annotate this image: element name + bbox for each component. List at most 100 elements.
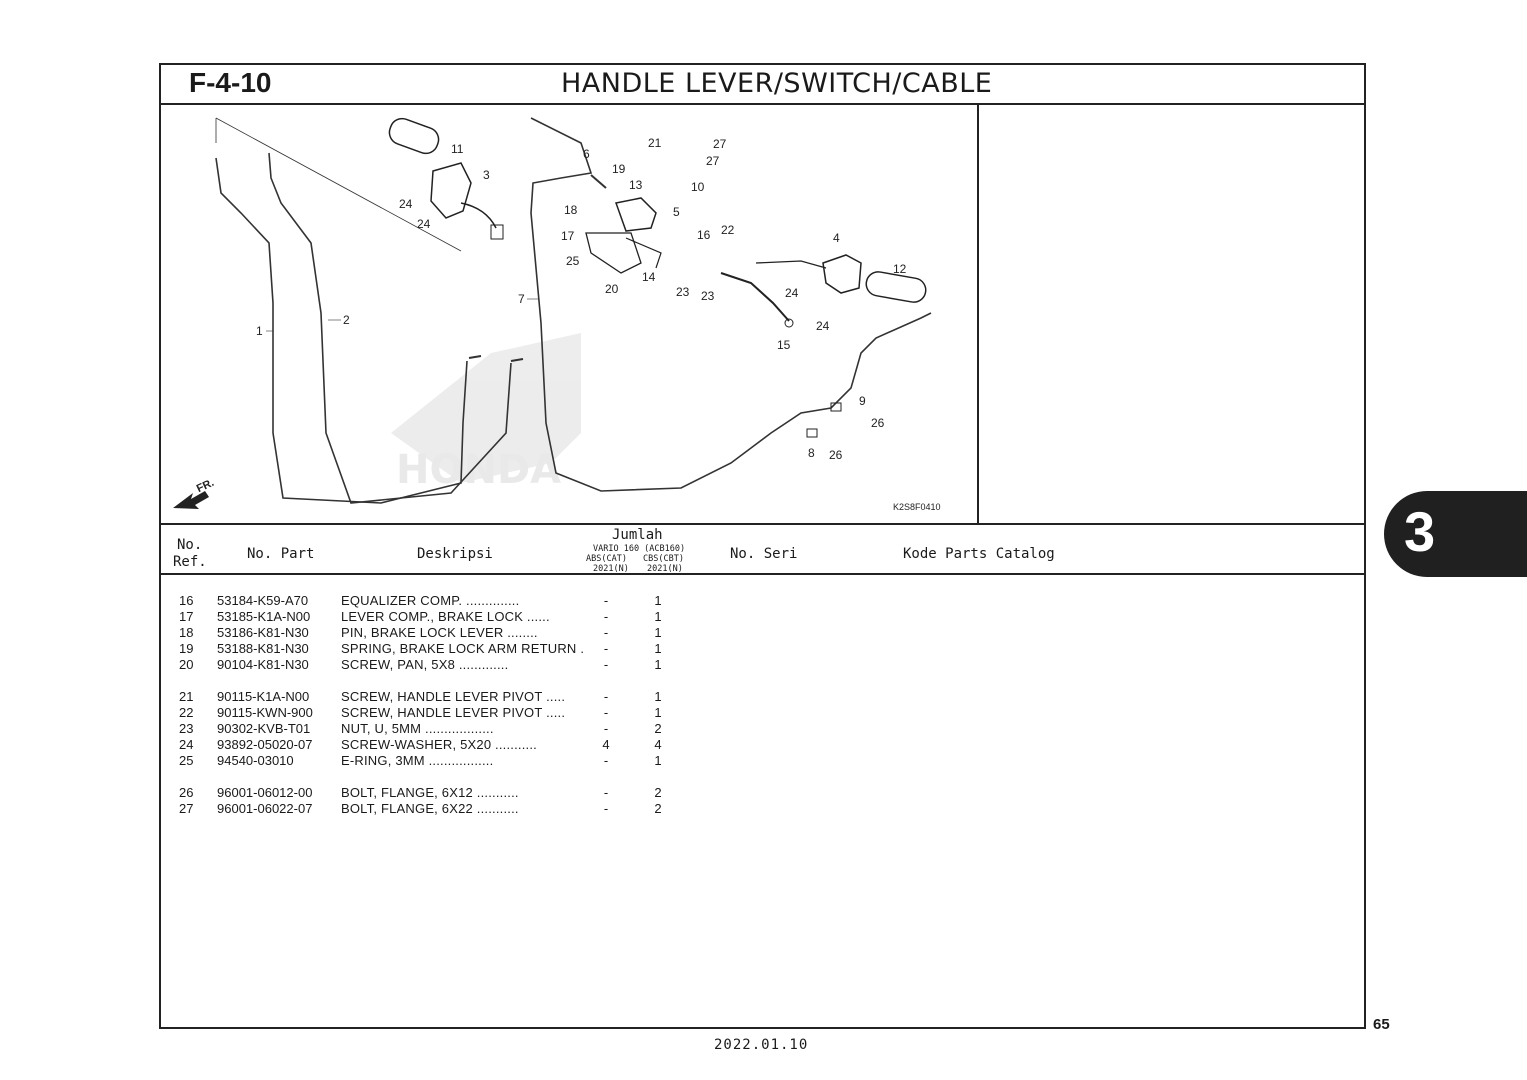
figure-title: HANDLE LEVER/SWITCH/CABLE — [561, 68, 993, 99]
part-description: BOLT, FLANGE, 6X12 ........... — [341, 785, 519, 800]
svg-text:5: 5 — [673, 205, 680, 219]
front-label: FR. — [195, 477, 216, 495]
qty-abs: 4 — [602, 737, 610, 752]
qty-abs: - — [603, 609, 609, 624]
part-description: SCREW-WASHER, 5X20 ........... — [341, 737, 537, 752]
section-tab: 3 — [1384, 491, 1527, 577]
svg-text:26: 26 — [829, 448, 843, 462]
qty-cbs: 1 — [654, 657, 662, 672]
ref-number: 16 — [179, 593, 194, 608]
part-number: 53184-K59-A70 — [217, 593, 309, 608]
svg-text:19: 19 — [612, 162, 626, 176]
ref-number: 18 — [179, 625, 194, 640]
ref-number: 27 — [179, 801, 194, 816]
part-description: E-RING, 3MM ................. — [341, 753, 494, 768]
ref-number: 26 — [179, 785, 194, 800]
qty-cbs: 4 — [654, 737, 662, 752]
qty-cbs: 2 — [654, 785, 662, 800]
ref-number: 19 — [179, 641, 194, 656]
model-name: VARIO 160 (ACB160) — [593, 544, 686, 554]
part-number: 53188-K81-N30 — [217, 641, 309, 656]
part-number: 96001-06022-07 — [217, 801, 313, 816]
svg-text:1: 1 — [256, 324, 263, 338]
front-arrow-icon: FR. — [173, 477, 216, 509]
ref-number: 25 — [179, 753, 194, 768]
svg-text:24: 24 — [399, 197, 413, 211]
qty-cbs: 1 — [654, 689, 662, 704]
qty-abs: - — [603, 689, 609, 704]
part-number: 90115-K1A-N00 — [217, 689, 310, 704]
svg-text:4: 4 — [833, 231, 840, 245]
col-no-part: No. Part — [247, 546, 315, 562]
exploded-parts-diagram: HONDA — [161, 103, 979, 523]
figure-code: F-4-10 — [189, 67, 272, 98]
svg-text:9: 9 — [859, 394, 866, 408]
ref-number: 17 — [179, 609, 194, 624]
honda-watermark: HONDA — [391, 333, 581, 493]
part-description: NUT, U, 5MM .................. — [341, 721, 494, 736]
svg-text:22: 22 — [721, 223, 735, 237]
qty-cbs: 1 — [654, 641, 662, 656]
model-cbs-year: 2021(N) — [647, 564, 683, 574]
ref-number: 22 — [179, 705, 194, 720]
svg-text:13: 13 — [629, 178, 643, 192]
svg-text:15: 15 — [777, 338, 791, 352]
col-no-ref: No. — [177, 537, 203, 553]
qty-abs: - — [603, 753, 609, 768]
callout-labels: 1 2 3 4 5 6 7 8 9 10 11 12 13 14 15 16 1… — [256, 136, 907, 462]
qty-cbs: 2 — [654, 801, 662, 816]
ref-number: 24 — [179, 737, 194, 752]
figure-header: F-4-10 HANDLE LEVER/SWITCH/CABLE — [161, 65, 1364, 105]
col-no-ref-2: Ref. — [173, 554, 207, 570]
qty-cbs: 1 — [654, 593, 662, 608]
qty-cbs: 1 — [654, 625, 662, 640]
svg-text:23: 23 — [676, 285, 690, 299]
page-number: 65 — [1373, 1016, 1390, 1033]
qty-cbs: 1 — [654, 609, 662, 624]
svg-text:14: 14 — [642, 270, 656, 284]
col-no-seri: No. Seri — [730, 546, 798, 562]
qty-abs: - — [603, 593, 609, 608]
svg-text:3: 3 — [483, 168, 490, 182]
qty-cbs: 2 — [654, 721, 662, 736]
svg-text:2: 2 — [343, 313, 350, 327]
model-abs: ABS(CAT) — [586, 554, 627, 564]
qty-abs: - — [603, 801, 609, 816]
part-number: 90115-KWN-900 — [217, 705, 313, 720]
part-number: 93892-05020-07 — [217, 737, 313, 752]
print-date: 2022.01.10 — [714, 1037, 809, 1053]
svg-text:10: 10 — [691, 180, 705, 194]
svg-text:8: 8 — [808, 446, 815, 460]
part-number: 53185-K1A-N00 — [217, 609, 311, 624]
part-description: PIN, BRAKE LOCK LEVER ........ — [341, 625, 538, 640]
parts-table-header: No. Ref. No. Part Deskripsi Jumlah VARIO… — [161, 523, 1364, 575]
catalog-page-frame: F-4-10 HANDLE LEVER/SWITCH/CABLE HONDA — [159, 63, 1366, 1029]
svg-text:11: 11 — [451, 142, 464, 156]
ref-number: 23 — [179, 721, 194, 736]
svg-text:27: 27 — [713, 137, 727, 151]
part-number: 90302-KVB-T01 — [217, 721, 311, 736]
svg-text:25: 25 — [566, 254, 580, 268]
qty-cbs: 1 — [654, 753, 662, 768]
col-jumlah: Jumlah — [612, 527, 663, 543]
part-description: LEVER COMP., BRAKE LOCK ...... — [341, 609, 550, 624]
svg-text:18: 18 — [564, 203, 578, 217]
svg-text:21: 21 — [648, 136, 662, 150]
qty-abs: - — [603, 625, 609, 640]
qty-abs: - — [603, 657, 609, 672]
svg-text:26: 26 — [871, 416, 885, 430]
svg-text:24: 24 — [417, 217, 431, 231]
model-abs-year: 2021(N) — [593, 564, 629, 574]
part-description: SCREW, HANDLE LEVER PIVOT ..... — [341, 689, 566, 704]
col-kode-parts-catalog: Kode Parts Catalog — [903, 546, 1055, 562]
svg-text:12: 12 — [893, 262, 907, 276]
svg-text:7: 7 — [518, 292, 525, 306]
section-number: 3 — [1404, 500, 1436, 563]
qty-cbs: 1 — [654, 705, 662, 720]
part-number: 96001-06012-00 — [217, 785, 313, 800]
part-description: EQUALIZER COMP. .............. — [341, 593, 520, 608]
part-number: 94540-03010 — [217, 753, 294, 768]
part-number: 90104-K81-N30 — [217, 657, 309, 672]
ref-number: 20 — [179, 657, 194, 672]
part-description: SPRING, BRAKE LOCK ARM RETURN . — [341, 641, 585, 656]
